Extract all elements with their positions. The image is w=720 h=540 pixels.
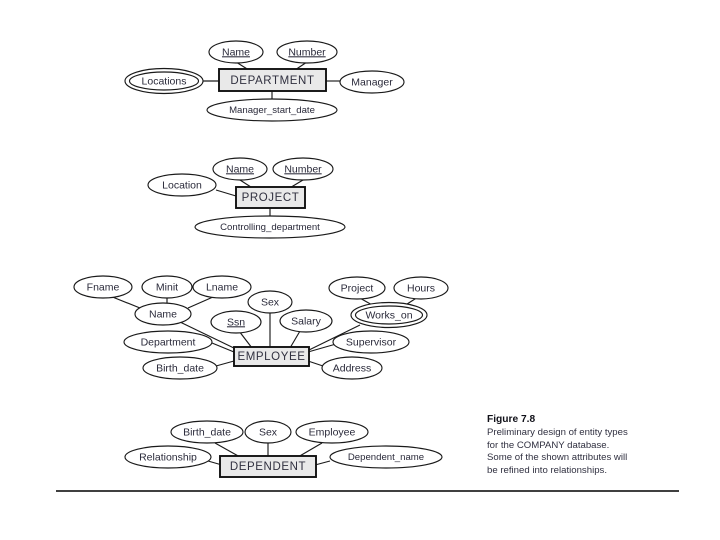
attribute-label-dep-sex: Sex: [259, 426, 278, 438]
attribute-ellipse-proj-name[interactable]: [212, 157, 268, 181]
attribute-label-dep-relationship: Relationship: [139, 451, 197, 463]
attribute-label-dept-name: Name: [222, 46, 250, 58]
entity-group-project: PROJECT Name Number Location Controlling…: [147, 157, 346, 239]
attribute-label-emp-address: Address: [333, 362, 372, 374]
entity-group-department: DEPARTMENT Name Number Locations Manager…: [124, 40, 405, 122]
attribute-label-emp-salary: Salary: [291, 315, 322, 327]
link-emp-lname: [187, 296, 214, 309]
link-dep-employee: [297, 442, 323, 458]
attribute-label-proj-number: Number: [284, 163, 322, 175]
attribute-ellipse-emp-salary[interactable]: [279, 309, 333, 333]
figure-caption-title: Figure 7.8: [487, 414, 536, 425]
attribute-label-dept-locations: Locations: [142, 75, 187, 87]
attribute-label-dep-birthdate: Birth_date: [183, 426, 231, 438]
attribute-label-emp-workson: Works_on: [365, 309, 412, 321]
attribute-label-proj-name: Name: [226, 163, 254, 175]
entity-label-department: DEPARTMENT: [230, 75, 314, 87]
attribute-label-dep-employee: Employee: [309, 426, 356, 438]
attribute-ellipse-dept-manager-start-date[interactable]: [206, 98, 338, 122]
attribute-label-emp-supervisor: Supervisor: [346, 336, 397, 348]
attribute-ellipse-proj-number[interactable]: [272, 157, 334, 181]
attribute-label-proj-controlling-department: Controlling_department: [220, 222, 320, 233]
attribute-ellipse-dept-name[interactable]: [208, 40, 264, 64]
attribute-ellipse-emp-lname[interactable]: [192, 275, 252, 299]
attribute-ellipse-emp-birthdate[interactable]: [142, 356, 218, 380]
entity-label-dependent: DEPENDENT: [230, 461, 306, 473]
attribute-ellipse-dep-sex[interactable]: [244, 420, 292, 444]
attribute-label-emp-lname: Lname: [206, 281, 238, 293]
link-emp-name: [179, 321, 239, 351]
attribute-ellipse-dept-number[interactable]: [276, 40, 338, 64]
attribute-label-emp-department: Department: [141, 336, 196, 348]
attribute-label-proj-location: Location: [162, 179, 202, 191]
link-proj-location: [215, 189, 237, 197]
figure-caption-line-2: for the COMPANY database.: [487, 439, 610, 451]
attribute-label-dept-manager-start-date: Manager_start_date: [229, 105, 315, 116]
attribute-ellipse-emp-department[interactable]: [123, 330, 213, 354]
attribute-ellipse-emp-workson-inner: [354, 305, 424, 325]
link-emp-ssn: [238, 330, 253, 349]
attribute-ellipse-dep-name[interactable]: [329, 445, 443, 469]
attribute-label-emp-name: Name: [149, 308, 177, 320]
link-dep-name: [314, 460, 331, 466]
attribute-label-dept-number: Number: [288, 46, 326, 58]
attribute-ellipse-emp-name[interactable]: [134, 302, 192, 326]
figure-caption-line-4: be refined into relationships.: [487, 464, 607, 476]
attribute-label-dep-name: Dependent_name: [348, 452, 424, 463]
entity-box-dependent[interactable]: [219, 455, 317, 478]
attribute-label-emp-minit: Minit: [156, 281, 178, 293]
attribute-ellipse-dept-locations-inner: [128, 71, 200, 91]
attribute-ellipse-emp-hours[interactable]: [393, 276, 449, 300]
figure-caption-line-3: Some of the shown attributes will: [487, 452, 628, 464]
attribute-ellipse-emp-sex[interactable]: [247, 290, 293, 314]
entity-label-employee: EMPLOYEE: [237, 351, 305, 363]
link-emp-fname: [109, 295, 141, 309]
entity-group-employee: EMPLOYEE Fname Minit Lname Name Ssn Sex …: [73, 275, 449, 380]
attribute-label-emp-project: Project: [341, 282, 374, 294]
link-emp-department: [211, 342, 235, 353]
attribute-label-dept-manager: Manager: [351, 76, 393, 88]
entity-box-department[interactable]: [218, 68, 327, 92]
entity-box-project[interactable]: [235, 186, 306, 209]
link-emp-address: [307, 360, 324, 367]
link-emp-workson: [308, 324, 361, 351]
attribute-ellipse-emp-workson-outer[interactable]: [350, 301, 428, 329]
attribute-label-emp-ssn: Ssn: [227, 316, 245, 328]
link-emp-salary: [289, 330, 301, 349]
attribute-label-emp-birthdate: Birth_date: [156, 362, 204, 374]
entity-box-employee[interactable]: [233, 346, 310, 367]
attribute-label-emp-hours: Hours: [407, 282, 435, 294]
link-emp-birthdate: [215, 360, 235, 367]
entity-group-dependent: DEPENDENT Birth_date Sex Employee Relati…: [124, 420, 443, 478]
link-dep-birthdate: [214, 442, 241, 458]
attribute-ellipse-dept-locations-outer[interactable]: [124, 67, 204, 95]
attribute-ellipse-emp-fname[interactable]: [73, 275, 133, 299]
attribute-label-emp-sex: Sex: [261, 296, 280, 308]
entity-label-project: PROJECT: [242, 192, 300, 204]
attribute-ellipse-proj-controlling-department[interactable]: [194, 215, 346, 239]
attribute-ellipse-emp-minit[interactable]: [141, 275, 193, 299]
attribute-ellipse-emp-project[interactable]: [328, 276, 386, 300]
attribute-ellipse-emp-supervisor[interactable]: [332, 330, 410, 354]
attribute-ellipse-proj-location[interactable]: [147, 173, 217, 197]
attribute-ellipse-dept-manager[interactable]: [339, 70, 405, 94]
attribute-ellipse-emp-address[interactable]: [321, 356, 383, 380]
figure-caption: Figure 7.8 Preliminary design of entity …: [487, 414, 687, 477]
attribute-label-emp-fname: Fname: [87, 281, 120, 293]
attribute-ellipse-dep-employee[interactable]: [295, 420, 369, 444]
attribute-ellipse-dep-relationship[interactable]: [124, 445, 212, 469]
attribute-ellipse-emp-ssn[interactable]: [210, 310, 262, 334]
figure-caption-line-1: Preliminary design of entity types: [487, 427, 628, 439]
attribute-ellipse-dep-birthdate[interactable]: [170, 420, 244, 444]
link-emp-supervisor: [307, 343, 337, 353]
